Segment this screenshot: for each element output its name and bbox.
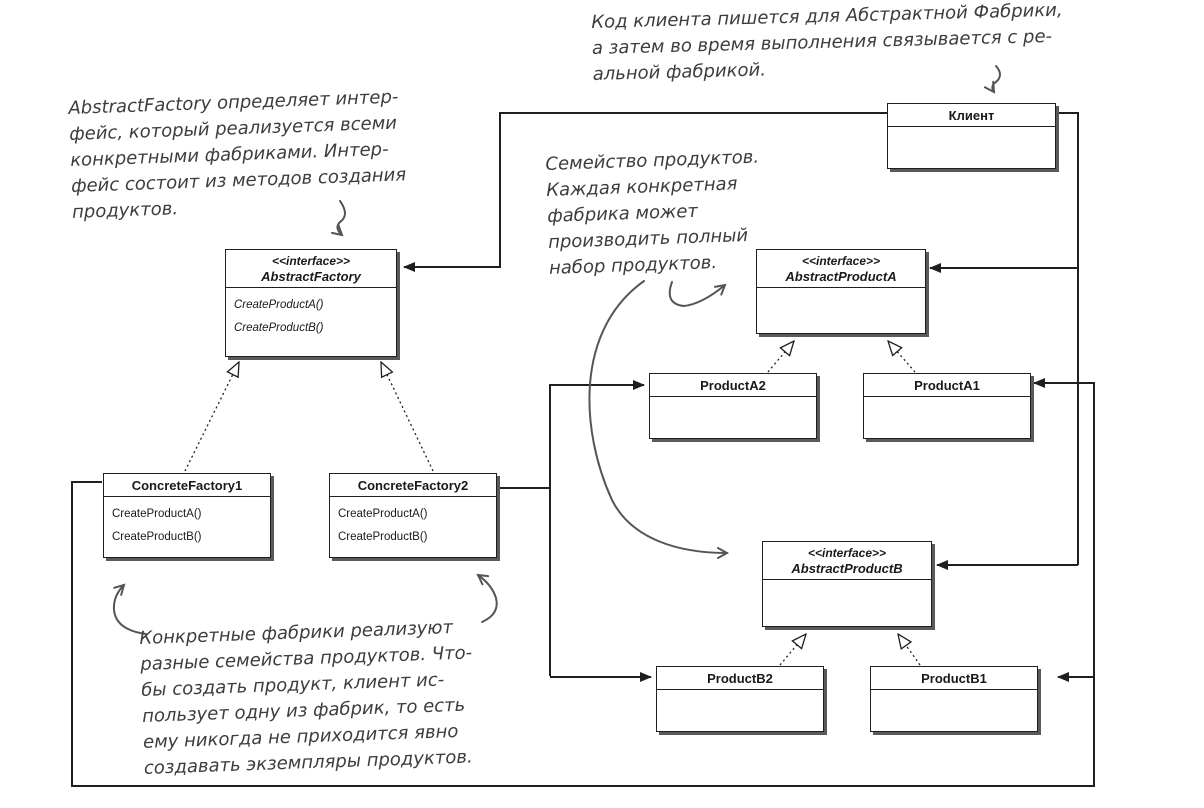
client-bus xyxy=(1056,112,1079,565)
cf2-realizes-abstract-factory xyxy=(381,362,434,472)
pointer-arrow-client-note xyxy=(992,65,1001,92)
cf1-to-product-a1 xyxy=(1033,378,1095,677)
client-note: Код клиента пишется для Абстрактной Фабр… xyxy=(591,0,1063,85)
concrete-factory-2-class[interactable]: ConcreteFactory2 CreateProductA() Create… xyxy=(329,473,497,558)
pointer-arrow-concrete-to-cf1 xyxy=(112,585,147,635)
pointer-arrow-family-to-a xyxy=(668,281,725,308)
pointer-arrow-concrete-to-cf2 xyxy=(478,575,498,623)
client-class[interactable]: Клиент xyxy=(887,103,1056,169)
product-b2-name: ProductB2 xyxy=(657,667,823,690)
concrete-factory-2-name: ConcreteFactory2 xyxy=(330,474,496,497)
abstract-factory-op-create-a: CreateProductA() xyxy=(234,299,324,311)
product-a2-name: ProductA2 xyxy=(650,374,816,397)
product-a2-realizes-a xyxy=(767,341,794,373)
abstract-factory-interface[interactable]: <<interface>> AbstractFactory CreateProd… xyxy=(225,249,397,357)
abstract-factory-op-create-b: CreateProductB() xyxy=(234,322,324,334)
client-class-name: Клиент xyxy=(888,104,1055,127)
abstract-product-b-interface[interactable]: <<interface>> AbstractProductB xyxy=(762,541,932,627)
concrete-factory-2-op-create-b: CreateProductB() xyxy=(338,531,428,543)
abstract-factory-note: AbstractFactory определяет интер- фейс, … xyxy=(68,86,407,223)
product-a1-class[interactable]: ProductA1 xyxy=(863,373,1031,439)
family-note: Семейство продуктов. Каждая конкретная ф… xyxy=(545,146,760,279)
concrete-factory-1-name: ConcreteFactory1 xyxy=(104,474,270,497)
product-b1-realizes-b xyxy=(898,634,921,666)
product-a1-realizes-a xyxy=(888,341,916,373)
abstract-product-a-stereotype: <<interface>> xyxy=(801,254,881,268)
concrete-factory-2-op-create-a: CreateProductA() xyxy=(338,508,428,520)
client-to-abstract-factory-association xyxy=(403,112,888,272)
cf1-to-product-b1 xyxy=(71,481,1095,787)
abstract-product-b-stereotype: <<interface>> xyxy=(807,546,887,560)
abstract-product-a-interface[interactable]: <<interface>> AbstractProductA xyxy=(756,249,926,334)
concrete-factory-1-class[interactable]: ConcreteFactory1 CreateProductA() Create… xyxy=(103,473,271,558)
product-a2-class[interactable]: ProductA2 xyxy=(649,373,817,439)
product-a1-name: ProductA1 xyxy=(864,374,1030,397)
product-b1-class[interactable]: ProductB1 xyxy=(870,666,1038,732)
product-b1-name: ProductB1 xyxy=(871,667,1037,690)
product-b2-realizes-b xyxy=(779,634,806,666)
pointer-arrow-factory-note xyxy=(337,200,346,235)
abstract-product-a-name: AbstractProductA xyxy=(785,269,897,284)
concrete-factory-1-op-create-a: CreateProductA() xyxy=(112,508,202,520)
abstract-factory-name: AbstractFactory xyxy=(261,269,361,284)
concrete-factories-note: Конкретные фабрики реализуют разные семе… xyxy=(139,617,473,779)
abstract-factory-stereotype: <<interface>> xyxy=(271,254,351,268)
cf2-to-product-a2 xyxy=(549,380,645,676)
pointer-arrow-family-to-b xyxy=(588,280,727,553)
product-b2-class[interactable]: ProductB2 xyxy=(656,666,824,732)
cf1-realizes-abstract-factory xyxy=(184,362,239,472)
concrete-factory-1-op-create-b: CreateProductB() xyxy=(112,531,202,543)
abstract-product-b-name: AbstractProductB xyxy=(791,561,903,576)
